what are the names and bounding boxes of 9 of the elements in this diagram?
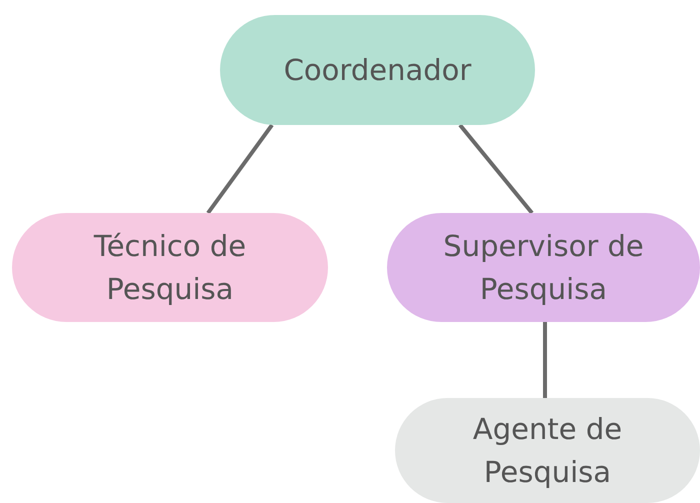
connector-line [543, 322, 547, 398]
node-label: Técnico de Pesquisa [92, 228, 248, 308]
connector-line [206, 124, 274, 214]
rounded-pill-box [387, 213, 700, 322]
node-label: Supervisor de Pesquisa [442, 228, 645, 308]
rounded-pill-box [395, 398, 700, 503]
connector-line [458, 124, 534, 214]
node-label: Coordenador [284, 52, 472, 89]
node-label: Agente de Pesquisa [472, 411, 624, 490]
